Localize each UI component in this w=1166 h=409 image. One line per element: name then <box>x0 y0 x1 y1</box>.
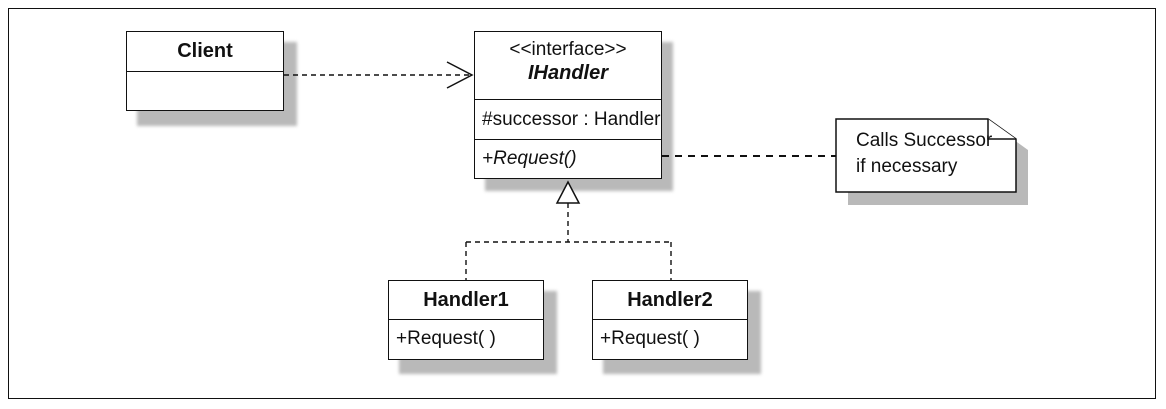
note-text: Calls Successor if necessary <box>856 128 992 180</box>
diagram-frame <box>8 8 1156 399</box>
ihandler-attribute: #successor : Handler <box>475 99 661 139</box>
dependency-arrowhead <box>446 61 474 89</box>
ihandler-operation: +Request() <box>475 139 661 177</box>
note-shape <box>835 118 1017 193</box>
ihandler-header: <<interface>> IHandler <box>475 32 661 99</box>
ihandler-name: IHandler <box>527 62 609 84</box>
handler2-operation: +Request( ) <box>593 319 747 358</box>
realization-arrowhead <box>555 180 581 204</box>
note-fold <box>987 119 1016 140</box>
handler1-operation: +Request( ) <box>389 319 543 358</box>
handler2-class: Handler2 +Request( ) <box>592 280 748 360</box>
handler1-class-name: Handler1 <box>423 288 509 311</box>
client-class-body <box>127 71 283 109</box>
ihandler-stereotype: <<interface>> <box>509 39 627 60</box>
client-class: Client <box>126 31 284 111</box>
ihandler-interface: <<interface>> IHandler #successor : Hand… <box>474 31 662 179</box>
client-class-name: Client <box>177 40 233 62</box>
handler2-class-name: Handler2 <box>627 288 713 311</box>
note-line-2: if necessary <box>856 156 958 177</box>
handler1-class: Handler1 +Request( ) <box>388 280 544 360</box>
note-line-1: Calls Successor <box>856 130 993 151</box>
